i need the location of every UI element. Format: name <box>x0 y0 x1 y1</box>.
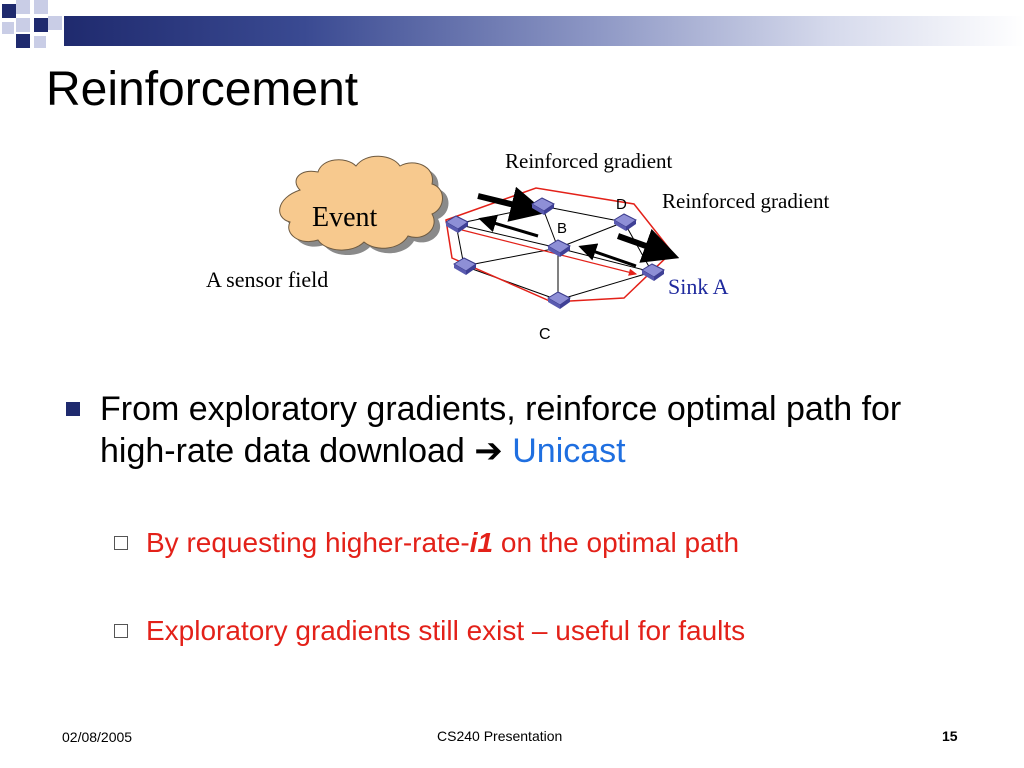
reinforced-gradient-label-right: Reinforced gradient <box>662 189 830 213</box>
node-label-d: D <box>616 196 627 213</box>
corner-square-9 <box>34 36 46 48</box>
event-cloud <box>279 155 449 256</box>
corner-square-8 <box>16 34 30 48</box>
main-bullet-text: From exploratory gradients, reinforce op… <box>100 390 902 470</box>
sensor-node <box>547 291 571 309</box>
right-arrow-icon: ➔ <box>474 432 503 470</box>
sensor-field-label: A sensor field <box>206 267 329 292</box>
reinforced-gradient-label-top: Reinforced gradient <box>505 149 673 173</box>
sensor-node <box>613 213 637 231</box>
sensor-nodes <box>445 197 665 309</box>
hollow-square-bullet-icon <box>114 624 128 638</box>
corner-square-4 <box>16 18 30 32</box>
sensor-node <box>547 239 571 257</box>
footer-page-number: 15 <box>942 728 958 744</box>
reinforced-arrow-right <box>616 228 680 263</box>
sensor-node <box>641 263 665 281</box>
slide-title: Reinforcement <box>46 63 359 116</box>
corner-square-2 <box>16 0 30 14</box>
sensor-node <box>531 197 555 215</box>
corner-square-5 <box>34 18 48 32</box>
gradient-arrow-left <box>478 214 539 238</box>
corner-square-1 <box>2 4 16 18</box>
footer-date: 02/08/2005 <box>62 729 133 745</box>
reinforced-arrow-top <box>477 186 547 222</box>
hollow-square-bullet-icon <box>114 536 128 550</box>
unicast-label: Unicast <box>512 432 626 470</box>
square-bullet-icon <box>66 402 80 416</box>
node-label-b: B <box>557 220 568 237</box>
i1-emphasis: i1 <box>469 527 494 558</box>
sink-label: Sink A <box>668 274 729 299</box>
gradient-arrow-middle <box>578 243 637 268</box>
header-gradient-bar <box>64 16 1024 46</box>
sensor-node <box>445 215 469 233</box>
corner-square-3 <box>34 0 48 14</box>
node-label-c: C <box>539 326 551 343</box>
sensor-node <box>453 257 477 275</box>
footer-presentation-name: CS240 Presentation <box>437 728 563 744</box>
event-label: Event <box>312 202 378 233</box>
corner-square-7 <box>2 22 14 34</box>
red-path-arrow <box>461 229 638 276</box>
corner-square-6 <box>48 16 62 30</box>
